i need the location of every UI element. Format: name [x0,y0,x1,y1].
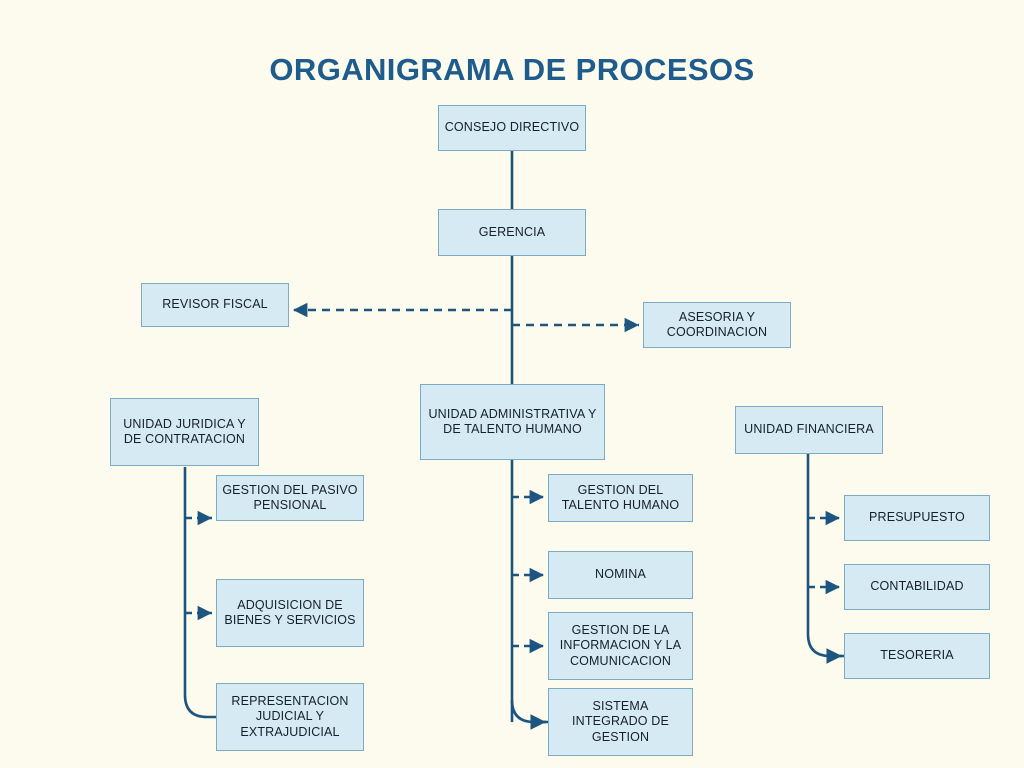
node-unidad-juridica[interactable]: UNIDAD JURIDICA Y DE CONTRATACION [110,398,259,466]
node-label: PRESUPUESTO [869,510,965,525]
page-title: ORGANIGRAMA DE PROCESOS [269,52,755,87]
node-label: REVISOR FISCAL [162,297,268,312]
node-label: REPRESENTACION JUDICIAL Y EXTRAJUDICIAL [231,693,349,739]
node-label: ASESORIA Y COORDINACION [666,309,768,340]
node-label: CONTABILIDAD [870,579,964,594]
node-label: GESTION DE LA INFORMACION Y LA COMUNICAC… [559,622,682,668]
node-contabilidad[interactable]: CONTABILIDAD [844,564,990,610]
node-label: GESTION DEL PASIVO PENSIONAL [222,482,358,513]
node-label: UNIDAD ADMINISTRATIVA Y DE TALENTO HUMAN… [428,406,597,437]
node-label: TESORERIA [880,648,954,663]
node-label: NOMINA [595,567,646,582]
node-gerencia[interactable]: GERENCIA [438,209,586,256]
node-adquisicion-bienes-servicios[interactable]: ADQUISICION DE BIENES Y SERVICIOS [216,579,364,647]
node-unidad-financiera[interactable]: UNIDAD FINANCIERA [735,406,883,454]
node-label: ADQUISICION DE BIENES Y SERVICIOS [224,597,356,628]
node-label: UNIDAD JURIDICA Y DE CONTRATACION [123,416,246,447]
node-label: UNIDAD FINANCIERA [744,422,874,437]
node-consejo-directivo[interactable]: CONSEJO DIRECTIVO [438,105,586,151]
node-gestion-informacion-comunicacion[interactable]: GESTION DE LA INFORMACION Y LA COMUNICAC… [548,612,693,680]
node-gestion-talento-humano[interactable]: GESTION DEL TALENTO HUMANO [548,474,693,522]
node-gestion-pasivo-pensional[interactable]: GESTION DEL PASIVO PENSIONAL [216,475,364,521]
node-sistema-integrado-gestion[interactable]: SISTEMA INTEGRADO DE GESTION [548,688,693,756]
node-label: GERENCIA [478,224,546,239]
node-label: GESTION DEL TALENTO HUMANO [561,482,680,513]
node-revisor-fiscal[interactable]: REVISOR FISCAL [141,283,289,327]
node-asesoria-coordinacion[interactable]: ASESORIA Y COORDINACION [643,302,791,348]
node-tesoreria[interactable]: TESORERIA [844,633,990,679]
node-unidad-administrativa[interactable]: UNIDAD ADMINISTRATIVA Y DE TALENTO HUMAN… [420,384,605,460]
node-label: SISTEMA INTEGRADO DE GESTION [572,698,669,744]
node-label: CONSEJO DIRECTIVO [444,120,580,135]
node-nomina[interactable]: NOMINA [548,551,693,599]
node-presupuesto[interactable]: PRESUPUESTO [844,495,990,541]
node-representacion-judicial[interactable]: REPRESENTACION JUDICIAL Y EXTRAJUDICIAL [216,683,364,751]
